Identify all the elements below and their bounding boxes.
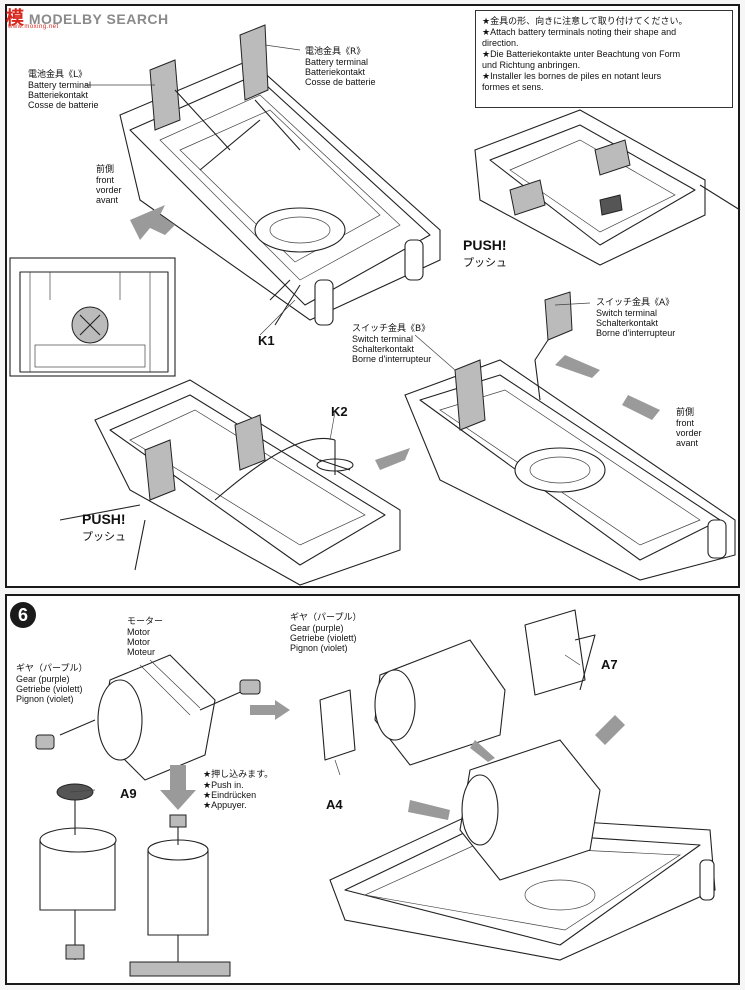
- part-a9-label: A9: [120, 786, 137, 801]
- site-watermark: 模 MODELBY SEARCH www.moxing.net: [6, 4, 169, 30]
- chassis-illustration-top-left: [119, 24, 441, 326]
- front-direction-label: 前側 front vorder avant: [96, 165, 122, 205]
- motor-illustration-step6: [35, 654, 261, 781]
- part-k1-label: K1: [258, 333, 275, 348]
- watermark-text: MODELBY SEARCH: [28, 11, 169, 27]
- note-line: ★Die Batteriekontakte unter Beachtung vo…: [482, 49, 681, 59]
- motor-mount-illustration: [250, 609, 596, 766]
- push-callout: PUSH! プッシュ: [82, 511, 126, 543]
- motor-press-illustration: [39, 765, 231, 977]
- chassis-illustration-step6: [329, 715, 716, 961]
- chassis-illustration-middle-right: [404, 291, 736, 581]
- chassis-illustration-middle-left: [59, 379, 410, 586]
- part-a7-label: A7: [601, 657, 618, 672]
- watermark-url: www.moxing.net: [8, 24, 59, 30]
- front-direction-label: 前側 front vorder avant: [676, 408, 702, 448]
- note-line: ★金具の形、向きに注意して取り付けてください。: [482, 16, 688, 26]
- motor-label: モーター Motor Motor Moteur: [127, 617, 164, 657]
- note-line: ★Attach battery terminals noting their s…: [482, 27, 677, 37]
- note-line: direction.: [482, 38, 519, 48]
- battery-terminal-r-label: 電池金具《R》 Battery terminal Batteriekontakt…: [305, 47, 376, 87]
- switch-terminal-b-label: スイッチ金具《B》 Switch terminal Schalterkontak…: [352, 324, 432, 364]
- gear-label: ギヤ（パープル） Gear (purple) Getriebe (violett…: [16, 664, 88, 704]
- instruction-note: ★金具の形、向きに注意して取り付けてください。 ★Attach battery …: [475, 10, 733, 108]
- gear-label: ギヤ（パープル） Gear (purple) Getriebe (violett…: [290, 613, 362, 653]
- chassis-illustration-top-right: [474, 109, 741, 266]
- inset-detail-illustration: [9, 257, 176, 377]
- step-number: 6: [10, 602, 36, 628]
- note-line: ★Installer les bornes de piles en notant…: [482, 71, 662, 81]
- watermark-logo: 模: [6, 8, 25, 29]
- note-line: formes et sens.: [482, 82, 544, 92]
- push-callout: PUSH! プッシュ: [463, 237, 507, 269]
- part-a4-label: A4: [326, 797, 343, 812]
- part-k2-label: K2: [331, 404, 348, 419]
- battery-terminal-l-label: 電池金具《L》 Battery terminal Batteriekontakt…: [28, 70, 99, 110]
- push-in-instruction: ★押し込みます。 ★Push in. ★Eindrücken ★Appuyer.: [203, 770, 274, 810]
- switch-terminal-a-label: スイッチ金具《A》 Switch terminal Schalterkontak…: [596, 298, 676, 338]
- note-line: und Richtung anbringen.: [482, 60, 581, 70]
